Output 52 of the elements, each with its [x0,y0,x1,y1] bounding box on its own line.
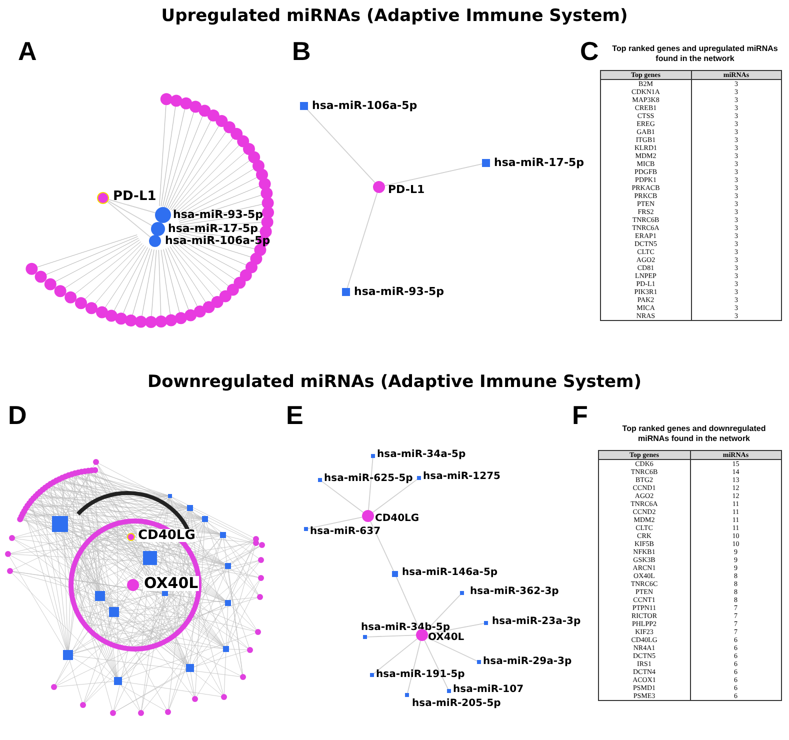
network-edge [373,638,418,674]
node-label: hsa-miR-17-5p [168,223,258,234]
node-label: PD-L1 [388,184,425,195]
node-label: hsa-miR-1275 [423,472,500,482]
node-label: hsa-miR-205-5p [412,699,501,709]
node-label: PD-L1 [113,190,156,203]
network-edge [426,594,462,632]
node-label: hsa-miR-191-5p [376,670,465,680]
network-edge [426,637,478,662]
table-title: Top ranked genes and downregulated miRNAs found in the network [621,424,767,444]
node-label: hsa-miR-23a-3p [492,617,581,627]
network-edge [384,163,483,186]
panel-letter: D [8,400,27,431]
node-label: OX40L [143,576,200,591]
node-label: hsa-miR-146a-5p [402,568,498,578]
network-edge [108,199,156,214]
node-label: hsa-miR-362-3p [470,587,559,597]
network-edge [396,576,420,630]
section-heading: Downregulated miRNAs (Adaptive Immune System) [146,372,643,392]
network-edge [407,640,421,694]
network-edge [321,480,364,513]
network-edge [368,458,374,510]
network-edge [372,478,418,513]
network-edge [108,200,152,226]
panel-letter: E [286,400,304,431]
network-edge [308,516,363,530]
node-label: hsa-miR-34a-5p [377,450,466,460]
node-label: hsa-miR-29a-3p [483,657,572,667]
node-label: hsa-miR-93-5p [173,209,264,220]
node-label: CD40LG [137,529,196,542]
network-edge [346,192,378,289]
network-edge [424,640,449,690]
network-edge [107,201,151,238]
node-label: OX40L [428,633,464,643]
section-heading: Upregulated miRNAs (Adaptive Immune System) [160,6,629,26]
node-label: hsa-miR-637 [310,527,381,537]
node-label: hsa-miR-93-5p [354,286,444,297]
table-title: Top ranked genes and upregulated miRNAs found in the network [611,44,779,64]
node-label: hsa-miR-34b-5p [361,623,450,633]
panel-letter: B [292,36,311,67]
network-edge [427,622,484,634]
panel-letter: C [580,36,599,67]
panel-letter: A [18,36,37,67]
network-edge [306,108,376,184]
node-label: hsa-miR-17-5p [494,157,584,168]
node-label: CD40LG [375,514,420,524]
node-label: hsa-miR-107 [453,685,524,695]
network-edge [370,520,394,572]
panel-letter: F [572,400,588,431]
node-label: hsa-miR-106a-5p [312,100,418,111]
node-label: hsa-miR-625-5p [324,474,413,484]
network-edge [366,634,416,638]
